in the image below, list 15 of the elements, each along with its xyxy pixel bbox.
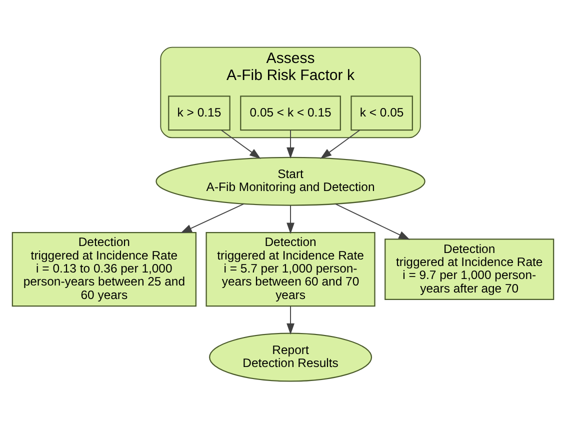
- arrow: [286, 306, 294, 335]
- node-box: k > 0.15: [168, 96, 230, 131]
- node-ellipse: Report Detection Results: [209, 332, 372, 382]
- arrow: [286, 130, 294, 159]
- node-box: Detection triggered at Incidence Rate i = 0.13 to 0.36 per 1,000 person-years between 25 and 60 years: [12, 232, 196, 307]
- node-box: Detection triggered at Incidence Rate i = 9.7 per 1,000 person-years after age 70: [384, 238, 554, 300]
- arrow: [286, 204, 294, 234]
- arrow: [180, 203, 244, 234]
- node-box: Detection triggered at Incidence Rate i = 5.7 per 1,000 person-years between 60 and 70 years: [206, 232, 376, 307]
- node-box: 0.05 < k < 0.15: [240, 96, 341, 131]
- arrow: [320, 130, 360, 159]
- node-box: k < 0.05: [350, 96, 413, 131]
- arrow: [220, 130, 261, 159]
- node-ellipse: Start A-Fib Monitoring and Detection: [156, 156, 426, 206]
- arrow: [335, 204, 410, 240]
